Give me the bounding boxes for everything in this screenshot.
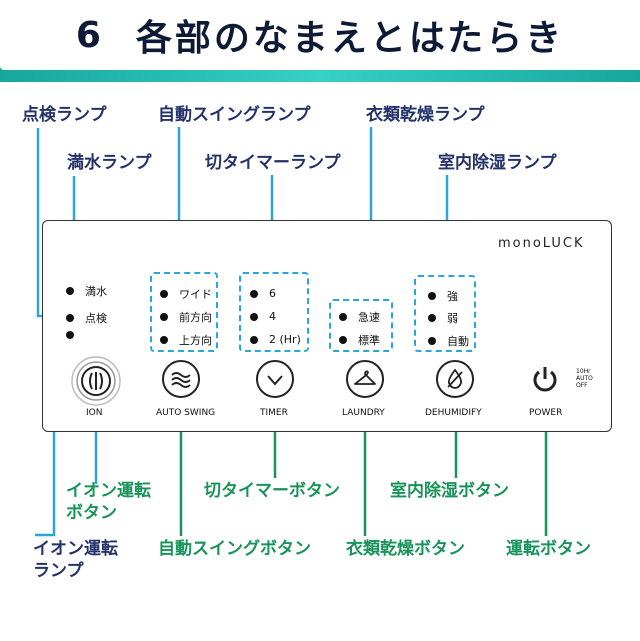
power-button-callout: 運転ボタン bbox=[506, 539, 591, 559]
header-white bbox=[0, 0, 640, 70]
wave-icon bbox=[171, 372, 191, 388]
swing-button-callout: 自動スイングボタン bbox=[158, 539, 311, 559]
hanger-icon bbox=[354, 370, 376, 385]
lamp-timer-6: 6 bbox=[250, 287, 276, 300]
timer-button-callout: 切タイマーボタン bbox=[204, 481, 340, 501]
lamp-dot bbox=[66, 287, 74, 295]
lamp-laundry-standard: 標準 bbox=[339, 332, 380, 348]
dehumid-button-callout: 室内除湿ボタン bbox=[390, 481, 509, 501]
room-dehumid-lamp-label: 室内除湿ランプ bbox=[438, 153, 557, 173]
lamp-dot bbox=[66, 314, 74, 322]
ion-button[interactable] bbox=[70, 355, 122, 407]
swing-lamp-group bbox=[150, 272, 218, 352]
laundry-button-label: LAUNDRY bbox=[342, 408, 385, 418]
dehumidify-button-label: DEHUMIDIFY bbox=[425, 408, 482, 418]
control-panel bbox=[42, 220, 612, 432]
brand-logo: monoLUCK bbox=[498, 236, 585, 251]
auto-swing-button-label: AUTO SWING bbox=[156, 408, 216, 418]
laundry-button-callout: 衣類乾燥ボタン bbox=[346, 539, 465, 559]
droplet-off-icon bbox=[447, 368, 463, 389]
lamp-swing-up: 上方向 bbox=[160, 332, 212, 348]
auto-swing-button[interactable] bbox=[162, 360, 200, 398]
lamp-swing-wide: ワイド bbox=[160, 286, 212, 302]
power-button-label: POWER bbox=[529, 408, 563, 418]
lamp-full-water: 満水 bbox=[66, 283, 107, 299]
dehumid-lamp-group bbox=[414, 275, 476, 352]
lamp-dot bbox=[66, 331, 74, 339]
lamp-timer-4: 4 bbox=[250, 310, 276, 323]
page-title: 6 各部のなまえとはたらき bbox=[0, 0, 640, 70]
ion-lamp-callout: イオン運転 ランプ bbox=[33, 539, 118, 581]
timer-button[interactable] bbox=[256, 360, 294, 398]
lamp-ion bbox=[66, 331, 85, 339]
laundry-lamp-group bbox=[329, 299, 393, 352]
ion-button-label: ION bbox=[86, 408, 103, 418]
timer-lamp-group bbox=[239, 272, 309, 352]
power-button[interactable] bbox=[530, 364, 560, 394]
lamp-dehumid-auto: 自動 bbox=[428, 333, 469, 349]
lamp-swing-front: 前方向 bbox=[160, 309, 212, 325]
full-water-lamp-label: 満水ランプ bbox=[67, 153, 152, 173]
power-icon bbox=[533, 367, 557, 392]
lamp-laundry-fast: 急速 bbox=[339, 309, 380, 325]
lamp-dehumid-weak: 弱 bbox=[428, 310, 458, 326]
inspection-lamp-label: 点検ランプ bbox=[22, 105, 107, 125]
auto-swing-lamp-label: 自動スイングランプ bbox=[158, 105, 311, 125]
header-band bbox=[0, 0, 640, 82]
section-number: 6 bbox=[75, 14, 104, 56]
ion-icon bbox=[71, 356, 121, 406]
laundry-lamp-label: 衣類乾燥ランプ bbox=[366, 105, 485, 125]
lamp-timer-2: 2 (Hr) bbox=[250, 333, 301, 346]
lamp-inspection: 点検 bbox=[66, 310, 107, 326]
lamp-dehumid-strong: 強 bbox=[428, 288, 458, 304]
ion-button-label-callout: イオン運転 ボタン bbox=[66, 481, 151, 523]
section-title: 各部のなまえとはたらき bbox=[135, 18, 565, 59]
power-mode-legend: 10Hr AUTO OFF bbox=[576, 368, 593, 389]
chevron-down-icon bbox=[267, 375, 283, 386]
dehumidify-button[interactable] bbox=[436, 360, 474, 398]
laundry-button[interactable] bbox=[346, 360, 384, 398]
off-timer-lamp-label: 切タイマーランプ bbox=[205, 153, 341, 173]
timer-button-label: TIMER bbox=[260, 408, 288, 418]
